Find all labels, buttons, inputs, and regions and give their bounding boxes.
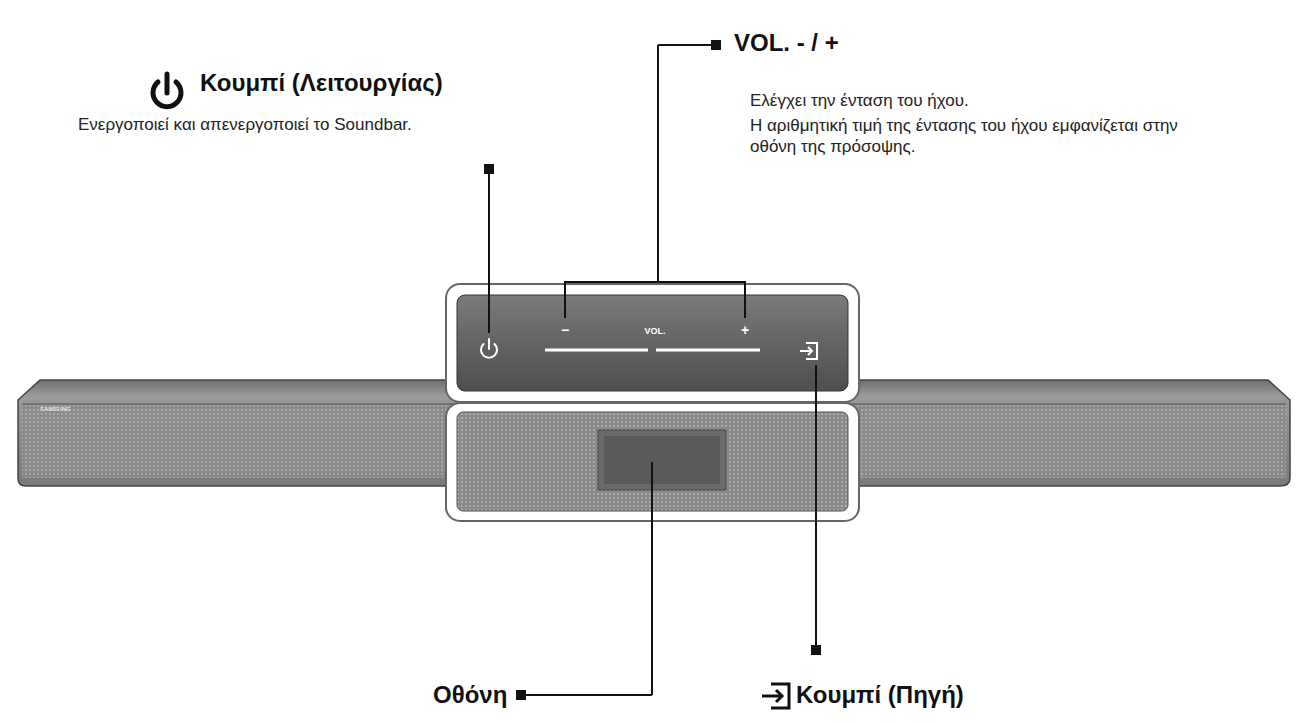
button-description: Η αριθμητική τιμή της έντασης του ήχου ε… — [750, 115, 1180, 158]
panel-marking: VOL. — [644, 326, 665, 337]
panel-marking: + — [741, 322, 749, 340]
brand-logo: SAMSUNG — [40, 406, 71, 414]
button-description: Ενεργοποιεί και απενεργοποιεί το Soundba… — [78, 114, 412, 135]
power-icon — [153, 74, 181, 107]
panel-marking: − — [561, 322, 569, 340]
part-heading: Οθόνη — [433, 680, 507, 710]
button-description: Ελέγχει την ένταση του ήχου. — [750, 90, 969, 111]
button-heading: Κουμπί (Πηγή) — [796, 680, 964, 710]
source-icon — [762, 684, 789, 708]
button-heading: VOL. - / + — [734, 28, 839, 58]
button-heading: Κουμπί (Λειτουργίας) — [200, 68, 443, 98]
